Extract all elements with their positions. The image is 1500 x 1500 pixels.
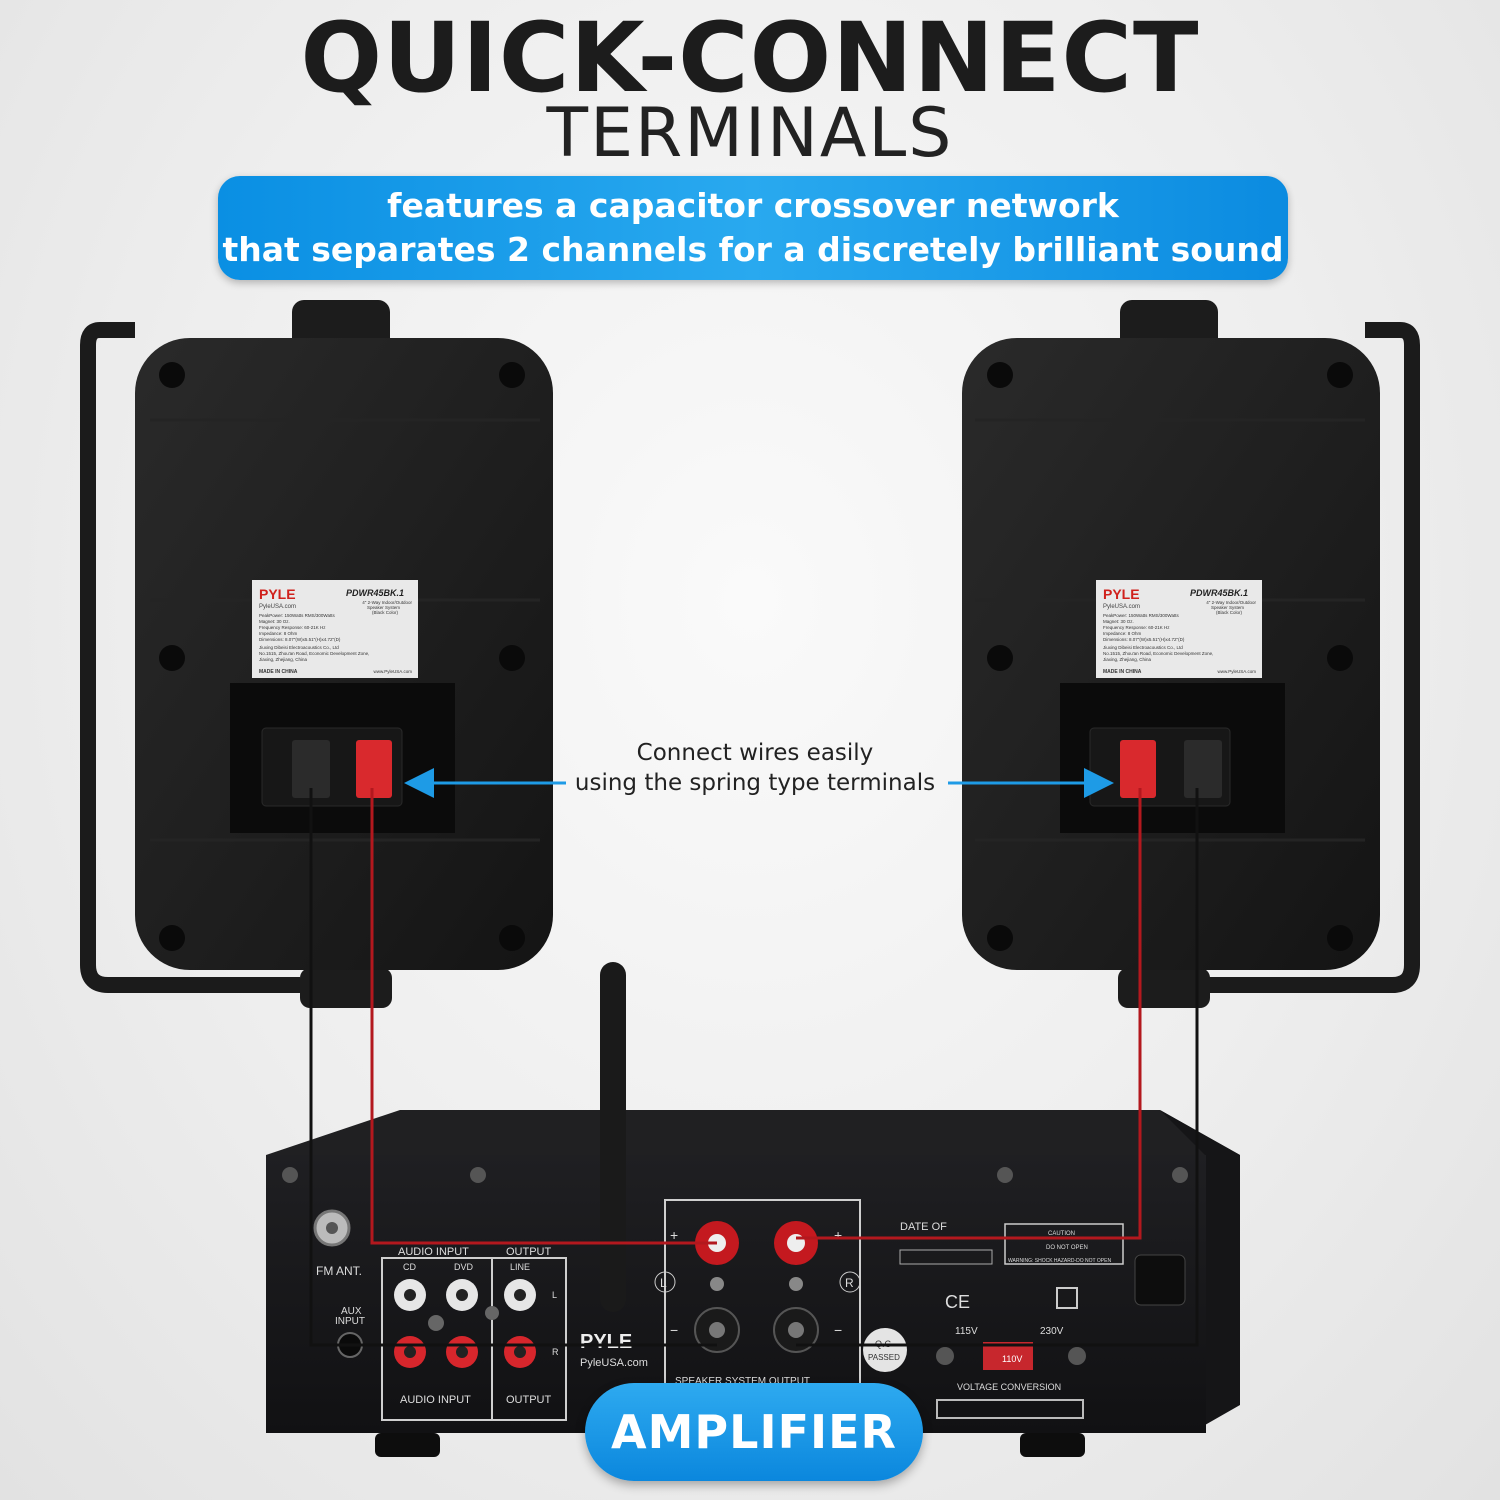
page-title: QUICK-CONNECT (300, 2, 1200, 114)
right-mount-bracket (1200, 322, 1420, 993)
left-label-url: www.PyleUSA.com (373, 669, 412, 674)
cd-label: CD (403, 1262, 416, 1272)
left-label-desc1: 4" 2-Way Indoor/Outdoor (362, 600, 412, 605)
warning-label: WARNING: SHOCK HAZARD-DO NOT OPEN (1008, 1258, 1111, 1264)
v115-label: 115V (955, 1326, 978, 1337)
right-label-site: PyleUSA.com (1103, 604, 1140, 610)
left-label-desc2: Speaker System (367, 605, 400, 610)
plus-right: + (834, 1227, 842, 1243)
left-spec-label: PYLE PyleUSA.com PDWR45BK.1 4" 2-Way Ind… (252, 580, 418, 678)
right-label-model: PDWR45BK.1 (1190, 588, 1248, 598)
chan-l-label: L (660, 1276, 667, 1290)
amp-site: PyleUSA.com (580, 1357, 648, 1369)
callout-line-2: using the spring type terminals (574, 770, 936, 796)
left-label-maker1: Jiuxing Dibeisi Electroacoustics Co., Lt… (259, 645, 339, 650)
audio-input-top-label: AUDIO INPUT (398, 1246, 469, 1258)
right-label-spec3: Frequency Response: 60-21K Hz (1103, 625, 1170, 630)
left-label-spec2: Magnet: 30 Oz. (259, 619, 290, 624)
right-label-maker2: No.1515, Zhou'an Road, Economic Developm… (1103, 651, 1213, 656)
right-red-wire (796, 788, 1142, 1240)
voltage-switch-value: 110V (1002, 1354, 1022, 1364)
qc-sticker (863, 1328, 907, 1372)
speaker-wires (309, 788, 1199, 1347)
right-label-url: www.PyleUSA.com (1217, 669, 1256, 674)
amplifier-badge: AMPLIFIER (585, 1383, 923, 1481)
minus-right: − (834, 1322, 842, 1338)
left-label-site: PyleUSA.com (259, 604, 296, 610)
do-not-open-label: DO NOT OPEN (1046, 1245, 1088, 1251)
chan-r-label: R (845, 1276, 854, 1290)
speaker-output-label: SPEAKER SYSTEM OUTPUT (675, 1376, 810, 1387)
line-label: LINE (510, 1262, 530, 1272)
left-label-spec4: Impedance: 8 Ohm (259, 631, 298, 636)
caution-label: CAUTION (1048, 1231, 1075, 1237)
left-label-origin: MADE IN CHINA (259, 669, 298, 675)
right-label-maker1: Jiuxing Dibeisi Electroacoustics Co., Lt… (1103, 645, 1183, 650)
v230-label: 230V (1040, 1326, 1064, 1337)
left-red-wire (370, 788, 717, 1245)
caution-box (1004, 1223, 1124, 1265)
banner-line-2: that separates 2 channels for a discrete… (222, 230, 1284, 269)
page-subtitle: TERMINALS (546, 94, 954, 173)
left-label-model: PDWR45BK.1 (346, 588, 404, 598)
dvd-label: DVD (454, 1262, 474, 1272)
callout-line-1: Connect wires easily (636, 740, 874, 766)
antenna (600, 962, 626, 1312)
power-inlet[interactable] (1134, 1254, 1186, 1306)
left-speaker: PYLE PyleUSA.com PDWR45BK.1 4" 2-Way Ind… (80, 300, 553, 1008)
right-label-spec1: PeakPower: 150Watts RMS/300Watts (1103, 613, 1179, 618)
date-of-label: DATE OF (900, 1221, 947, 1233)
right-label-brand: PYLE (1103, 586, 1140, 602)
right-label-spec4: Impedance: 8 Ohm (1103, 631, 1142, 636)
right-label-spec5: Dimensions: 8.07"(W)x5.51"(H)x4.72"(D) (1103, 637, 1185, 642)
right-label-desc3: (Black Color) (1216, 610, 1243, 615)
amp-brand: PYLE (580, 1331, 632, 1353)
right-black-wire (796, 788, 1199, 1347)
right-label-spec2: Magnet: 30 Oz. (1103, 619, 1134, 624)
left-label-spec5: Dimensions: 8.07"(W)x5.51"(H)x4.72"(D) (259, 637, 341, 642)
ce-mark: CE (945, 1292, 970, 1312)
plus-left: + (670, 1227, 678, 1243)
right-red-terminal[interactable] (1120, 740, 1156, 798)
right-speaker: PYLE PyleUSA.com PDWR45BK.1 4" 2-Way Ind… (962, 300, 1420, 1008)
rca-r-label: R (552, 1347, 559, 1357)
right-label-maker3: Jiaxing, Zhejiang, China (1103, 657, 1152, 662)
left-black-wire (309, 788, 717, 1347)
aux-label-1: AUX (341, 1306, 362, 1317)
aux-label-2: INPUT (335, 1316, 365, 1327)
left-label-spec1: PeakPower: 150Watts RMS/300Watts (259, 613, 335, 618)
right-label-origin: MADE IN CHINA (1103, 669, 1142, 675)
minus-left: − (670, 1322, 678, 1338)
left-bottom-knob (300, 968, 392, 1008)
left-red-terminal[interactable] (356, 740, 392, 798)
fm-ant-label: FM ANT. (316, 1264, 362, 1278)
right-black-terminal[interactable] (1184, 740, 1222, 798)
voltage-conversion-label: VOLTAGE CONVERSION (957, 1382, 1061, 1392)
right-label-desc1: 4" 2-Way Indoor/Outdoor (1206, 600, 1256, 605)
output-top-label: OUTPUT (506, 1246, 552, 1258)
left-label-brand: PYLE (259, 586, 296, 602)
left-label-spec3: Frequency Response: 60-21K Hz (259, 625, 326, 630)
left-mount-bracket (80, 322, 300, 993)
right-label-desc2: Speaker System (1211, 605, 1244, 610)
left-label-maker2: No.1515, Zhou'an Road, Economic Developm… (259, 651, 369, 656)
audio-input-bottom-label: AUDIO INPUT (400, 1394, 471, 1406)
left-label-maker3: Jiaxing, Zhejiang, China (259, 657, 308, 662)
output-bottom-label: OUTPUT (506, 1394, 552, 1406)
left-label-desc3: (Black Color) (372, 610, 399, 615)
rca-l-label: L (552, 1290, 557, 1300)
left-black-terminal[interactable] (292, 740, 330, 798)
banner-line-1: features a capacitor crossover network (387, 186, 1119, 225)
feature-banner: features a capacitor crossover network t… (218, 176, 1288, 280)
terminal-callout: Connect wires easily using the spring ty… (560, 738, 950, 798)
qc-passed: PASSED (868, 1353, 900, 1362)
right-spec-label: PYLE PyleUSA.com PDWR45BK.1 4" 2-Way Ind… (1096, 580, 1262, 678)
voltage-switch[interactable] (983, 1342, 1033, 1370)
